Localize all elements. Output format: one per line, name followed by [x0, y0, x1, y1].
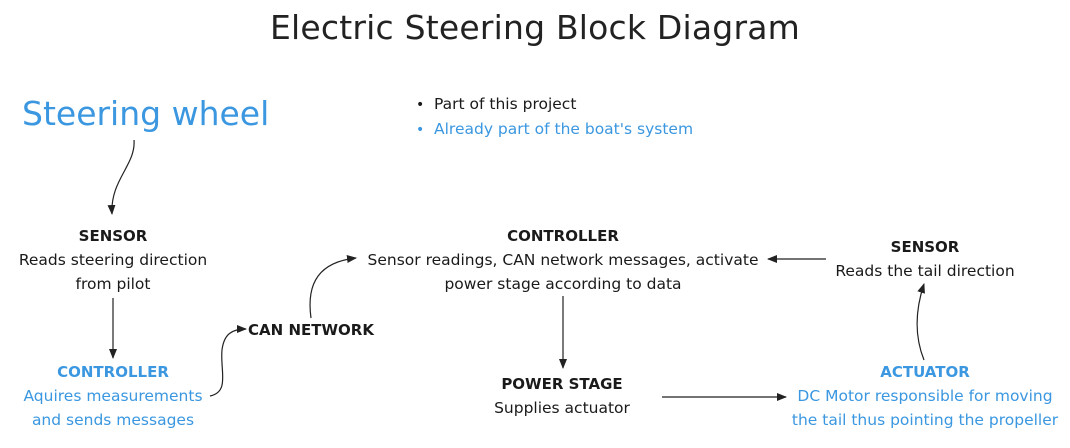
node-description: the tail thus pointing the propeller: [791, 411, 1059, 429]
node-sensor-wheel: SENSOR Reads steering direction from pil…: [14, 224, 212, 296]
node-description: DC Motor responsible for moving: [797, 387, 1053, 405]
node-description: Sensor readings, CAN network messages, a…: [367, 251, 759, 269]
edge-can-network-to-controller-main: [309, 255, 357, 319]
node-steering-wheel: Steering wheel: [22, 94, 270, 133]
node-actuator: ACTUATOR DC Motor responsible for moving…: [786, 360, 1064, 432]
node-heading: ACTUATOR: [880, 363, 970, 381]
node-controller-wheel: CONTROLLER Aquires measurements and send…: [13, 360, 213, 432]
edge-steering-wheel-to-sensor: [107, 139, 135, 215]
legend: • Part of this project • Already part of t…: [416, 92, 693, 142]
legend-item-project: • Part of this project: [416, 92, 693, 117]
diagram-title: Electric Steering Block Diagram: [270, 8, 800, 47]
node-sensor-tail: SENSOR Reads the tail direction: [826, 235, 1024, 283]
node-heading: CONTROLLER: [57, 363, 169, 381]
legend-item-boat-system: • Already part of the boat's system: [416, 117, 693, 142]
node-description: Reads steering direction: [18, 251, 208, 269]
legend-bullet: •: [416, 97, 425, 113]
node-description: Supplies actuator: [494, 399, 630, 417]
node-heading: CAN NETWORK: [248, 321, 374, 339]
node-heading: POWER STAGE: [501, 375, 623, 393]
legend-bullet: •: [416, 122, 425, 138]
node-heading: CONTROLLER: [507, 227, 619, 245]
node-heading: SENSOR: [78, 227, 148, 245]
edge-actuator-to-sensor-tail: [916, 283, 925, 361]
node-description: Reads the tail direction: [835, 262, 1015, 280]
node-description: from pilot: [75, 275, 151, 293]
node-description: power stage according to data: [444, 275, 682, 293]
node-description: and sends messages: [31, 411, 195, 429]
node-controller-main: CONTROLLER Sensor readings, CAN network …: [360, 224, 766, 296]
legend-label: Already part of the boat's system: [434, 120, 694, 138]
edge-controller-wheel-to-can-network: [209, 325, 247, 397]
legend-label: Part of this project: [434, 95, 577, 113]
node-heading: SENSOR: [890, 238, 960, 256]
node-description: Aquires measurements: [23, 387, 203, 405]
node-can-network: CAN NETWORK: [243, 318, 379, 342]
node-power-stage: POWER STAGE Supplies actuator: [486, 372, 638, 420]
